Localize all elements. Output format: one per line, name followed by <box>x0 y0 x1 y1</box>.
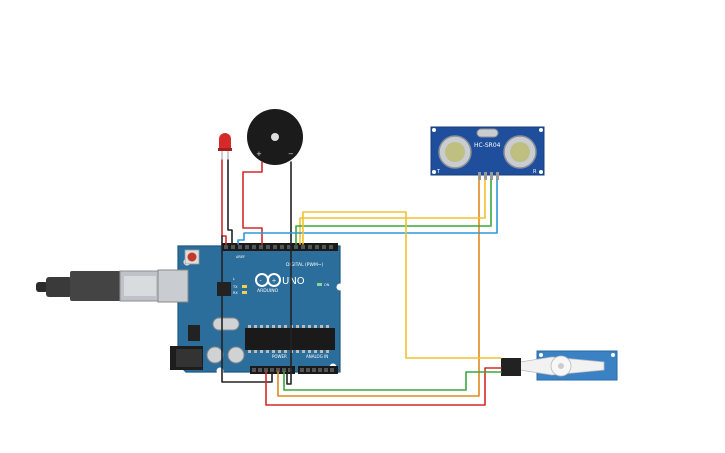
wire-buzzer-gnd <box>286 161 292 385</box>
tx-led-label: TX <box>232 285 238 289</box>
analog-label: ANALOG IN <box>306 354 328 359</box>
wire-led-gnd <box>221 235 273 383</box>
tx-led <box>242 285 247 288</box>
voltage-regulator <box>188 325 200 341</box>
servo-connector <box>501 358 521 376</box>
usb-port <box>157 269 189 303</box>
piezo-buzzer[interactable]: + − <box>247 109 303 165</box>
svg-text:-: - <box>260 278 262 285</box>
wire-sensor-echo <box>295 179 492 245</box>
wire-sensor-vcc <box>277 179 480 397</box>
wire-servo-gnd <box>283 371 502 391</box>
wire-led-anode <box>221 159 227 245</box>
atmega-chip <box>245 328 335 350</box>
wires <box>221 159 502 406</box>
arduino-logo-text: ARDUINO <box>257 288 279 294</box>
capacitor <box>206 346 224 364</box>
l-led-label: L <box>233 277 235 281</box>
wire-servo-power <box>265 367 502 406</box>
capacitor <box>227 346 245 364</box>
usb-chip <box>217 282 231 296</box>
servo-horn-icon <box>519 355 605 377</box>
wire-sensor-gnd <box>237 179 498 245</box>
rx-led <box>242 291 247 294</box>
sensor-corner-left: T <box>436 169 441 175</box>
wire-sensor-trig <box>299 179 486 245</box>
on-led <box>317 283 322 286</box>
sensor-corner-right: R <box>533 169 537 175</box>
arduino-logo-icon: - + <box>255 273 281 287</box>
on-label: ON <box>324 283 330 287</box>
crystal <box>212 317 240 331</box>
digital-label: DIGITAL (PWM~) <box>286 262 324 268</box>
sensor-name: HC-SR04 <box>474 142 501 149</box>
power-label: POWER <box>272 354 287 359</box>
model-label: UNO <box>282 276 305 287</box>
ultrasonic-sensor[interactable]: HC-SR04 T R <box>430 126 545 180</box>
transmitter-icon <box>438 135 472 169</box>
mounting-hole <box>336 283 344 291</box>
buzzer-plus-label: + <box>256 150 262 158</box>
aref-label: AREF <box>236 255 245 259</box>
servo-motor[interactable] <box>501 350 618 381</box>
receiver-icon <box>503 135 537 169</box>
svg-text:+: + <box>272 278 277 285</box>
red-led[interactable] <box>218 133 232 160</box>
buzzer-minus-label: − <box>288 150 294 158</box>
usb-cable <box>36 270 161 302</box>
wire-buzzer-plus <box>242 161 263 245</box>
wire-servo-signal <box>302 211 502 359</box>
arduino-uno-board[interactable]: DIGITAL (PWM~) AREF L TX RX ON - + ARDUI… <box>157 243 344 375</box>
rx-led-label: RX <box>233 291 238 295</box>
